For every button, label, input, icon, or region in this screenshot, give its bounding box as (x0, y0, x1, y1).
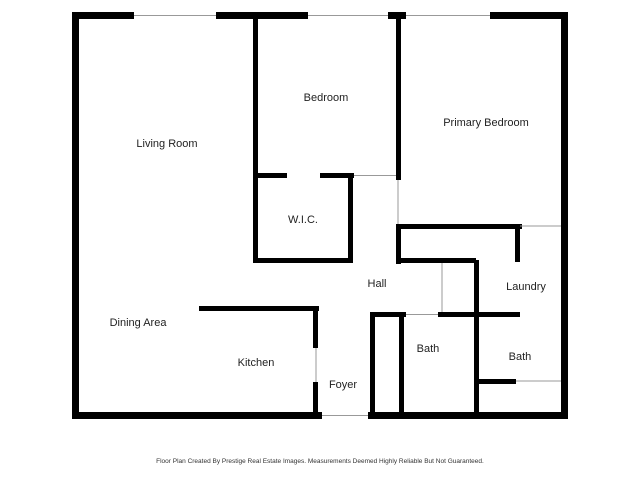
hall-wall-top-right (396, 258, 476, 263)
foyer-wall-right (370, 312, 375, 416)
kitchen-wall-right-lower (313, 382, 318, 416)
bedroom-wall-left (253, 15, 258, 175)
outer-wall-bottom-2 (368, 412, 568, 419)
label-hall: Hall (368, 278, 387, 290)
bath2-wall-top (476, 379, 516, 384)
label-laundry: Laundry (506, 281, 546, 293)
outer-wall-top-4 (490, 12, 568, 19)
kitchen-wall-top (199, 306, 319, 311)
bath-wall-top (370, 312, 406, 317)
label-wic: W.I.C. (288, 214, 318, 226)
label-bath-2: Bath (509, 351, 532, 363)
walls (72, 12, 568, 419)
outer-wall-right (561, 12, 568, 419)
label-bedroom: Bedroom (304, 92, 349, 104)
outer-wall-top-1 (72, 12, 134, 19)
bedroom-wall-bottom-1 (253, 173, 287, 178)
label-dining-area: Dining Area (110, 317, 168, 329)
disclaimer-text: Floor Plan Created By Prestige Real Esta… (156, 458, 484, 465)
label-living-room: Living Room (136, 138, 197, 150)
openings (134, 15, 561, 416)
kitchen-wall-right (313, 306, 318, 348)
label-bath-1: Bath (417, 343, 440, 355)
bedroom-wall-right (396, 15, 401, 180)
bedroom-wall-bottom-2 (320, 173, 354, 178)
wic-wall-bottom (253, 258, 353, 263)
label-kitchen: Kitchen (238, 357, 275, 369)
wic-wall-left (253, 175, 258, 263)
closet-divider (456, 224, 459, 229)
outer-wall-bottom-1 (72, 412, 322, 419)
outer-wall-top-2 (216, 12, 308, 19)
primary-closet-wall-right (515, 224, 520, 262)
wic-wall-right (348, 175, 353, 263)
bath-wall-left (399, 312, 404, 416)
label-foyer: Foyer (329, 379, 357, 391)
outer-wall-left (72, 12, 79, 419)
room-labels: Living Room Bedroom Primary Bedroom W.I.… (110, 92, 547, 391)
primary-wall-lower-left (396, 224, 401, 264)
laundry-wall-bottom (438, 312, 520, 317)
label-primary-bedroom: Primary Bedroom (443, 117, 529, 129)
laundry-wall-left (474, 260, 479, 416)
